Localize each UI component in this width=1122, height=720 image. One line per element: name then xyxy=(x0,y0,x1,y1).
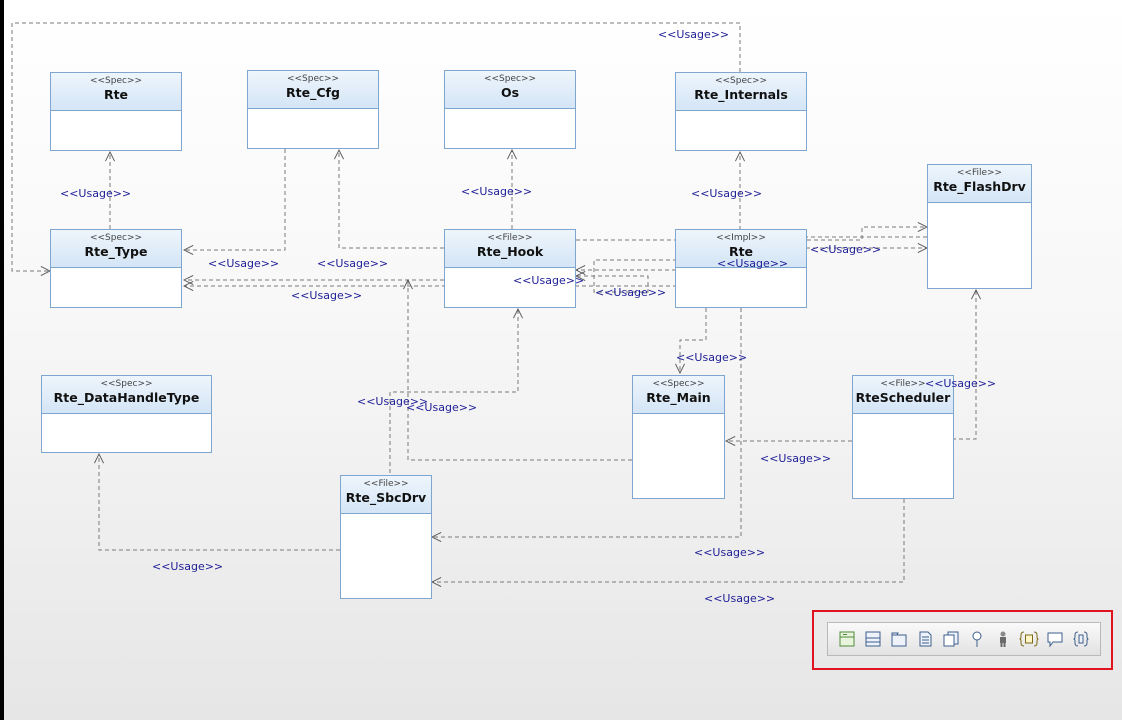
stereotype-label: <<Spec>> xyxy=(714,76,768,86)
edge-sbcdrv-hook xyxy=(389,309,518,473)
usage-label: <<Usage>> xyxy=(60,187,132,200)
diagram-canvas[interactable]: <<Spec>> Rte <<Spec>> Rte_Cfg <<Spec>> O… xyxy=(4,0,1122,720)
edge-main-hook xyxy=(408,280,632,461)
component-icon[interactable] xyxy=(941,629,961,649)
class-header: <<Spec>> Rte xyxy=(51,73,181,111)
edge-impl-sbcdrv xyxy=(432,308,742,537)
usage-label: <<Usage>> xyxy=(406,401,478,414)
usage-label: <<Usage>> xyxy=(152,560,224,573)
usage-label: <<Usage>> xyxy=(810,243,882,256)
class-header: <<Spec>> Rte_Type xyxy=(51,230,181,268)
class-rte[interactable]: <<Spec>> Rte xyxy=(50,72,182,151)
stereotype-label: <<Spec>> xyxy=(652,379,705,389)
class-rte-flashdrv[interactable]: <<File>> Rte_FlashDrv xyxy=(927,164,1032,289)
edge-impl-main xyxy=(680,308,707,373)
class-header: <<Spec>> Rte_Cfg xyxy=(248,71,378,109)
stereotype-label: <<File>> xyxy=(487,233,533,243)
class-header: <<Spec>> Rte_DataHandleType xyxy=(42,376,211,414)
comment-icon[interactable] xyxy=(1045,629,1065,649)
edge-cfg-rtetype xyxy=(184,149,286,250)
class-name: Rte_SbcDrv xyxy=(345,490,427,505)
stereotype-label: <<File>> xyxy=(880,379,926,389)
stereotype-label: <<Spec>> xyxy=(483,74,537,84)
class-rte-hook[interactable]: <<File>> Rte_Hook xyxy=(444,229,576,308)
pin-icon[interactable] xyxy=(967,629,987,649)
class-name: RteScheduler xyxy=(855,390,951,405)
class-rte-type[interactable]: <<Spec>> Rte_Type xyxy=(50,229,182,308)
class-name: Rte_Type xyxy=(84,244,148,259)
class-rte-impl[interactable]: <<Impl>> Rte xyxy=(675,229,807,308)
usage-label: <<Usage>> xyxy=(357,395,429,408)
class-os[interactable]: <<Spec>> Os xyxy=(444,70,576,149)
template-icon[interactable] xyxy=(1019,629,1039,649)
edge-internals-rtetype xyxy=(11,22,741,271)
stereotype-label: <<Impl>> xyxy=(716,233,766,243)
class-name: Rte_DataHandleType xyxy=(53,390,200,405)
usage-label: <<Usage>> xyxy=(513,274,585,287)
actor-icon[interactable] xyxy=(993,629,1013,649)
package-icon[interactable] xyxy=(889,629,909,649)
usage-label: <<Usage>> xyxy=(717,257,789,270)
class-header: <<Impl>> Rte xyxy=(676,230,806,268)
usage-label: <<Usage>> xyxy=(658,28,730,41)
stereotype-label: <<File>> xyxy=(363,479,409,489)
usage-label: <<Usage>> xyxy=(676,351,748,364)
stereotype-label: <<Spec>> xyxy=(89,76,143,86)
class-rte-internals[interactable]: <<Spec>> Rte_Internals xyxy=(675,72,807,151)
edge-scheduler-flashdrv xyxy=(952,290,976,440)
stereotype-label: <<File>> xyxy=(956,168,1003,178)
class-header: <<Spec>> Rte_Internals xyxy=(676,73,806,111)
edge-hook-cfg xyxy=(339,150,444,249)
edge-sbcdrv-datahandle xyxy=(99,454,340,551)
usage-label: <<Usage>> xyxy=(291,289,363,302)
stereotype-label: <<Spec>> xyxy=(100,379,153,389)
usage-label: <<Usage>> xyxy=(760,452,832,465)
class-header: <<File>> Rte_FlashDrv xyxy=(928,165,1031,203)
class-header: <<Spec>> Os xyxy=(445,71,575,109)
usage-label: <<Usage>> xyxy=(925,377,997,390)
class-name: Rte_Internals xyxy=(694,87,788,102)
usage-label: <<Usage>> xyxy=(694,546,766,559)
class-name: Rte_Cfg xyxy=(286,85,340,100)
class-name: Os xyxy=(500,85,520,100)
class-rte-sbcdrv[interactable]: <<File>> Rte_SbcDrv xyxy=(340,475,432,599)
class-rte-datahandletype[interactable]: <<Spec>> Rte_DataHandleType xyxy=(41,375,212,453)
usage-label: <<Usage>> xyxy=(691,187,763,200)
usage-label: <<Usage>> xyxy=(317,257,389,270)
class-rtescheduler[interactable]: <<File>> RteScheduler xyxy=(852,375,954,499)
interface-icon[interactable] xyxy=(863,629,883,649)
class-name: Rte_Hook xyxy=(476,244,544,259)
usage-label: <<Usage>> xyxy=(208,257,280,270)
class-header: <<File>> Rte_SbcDrv xyxy=(341,476,431,514)
class-rte-cfg[interactable]: <<Spec>> Rte_Cfg xyxy=(247,70,379,149)
palette-highlight-frame xyxy=(812,610,1113,670)
class-name: Rte xyxy=(728,244,754,259)
class-rte-main[interactable]: <<Spec>> Rte_Main xyxy=(632,375,725,499)
usage-label: <<Usage>> xyxy=(595,286,667,299)
class-name: Rte_FlashDrv xyxy=(933,179,1026,194)
class-header: <<Spec>> Rte_Main xyxy=(633,376,724,414)
class-name: Rte_Main xyxy=(646,390,711,405)
class-header: <<File>> RteScheduler xyxy=(853,376,953,414)
edge-scheduler-sbcdrv xyxy=(432,499,905,582)
class-header: <<File>> Rte_Hook xyxy=(445,230,575,268)
element-palette-toolbar xyxy=(827,622,1101,656)
usage-label: <<Usage>> xyxy=(704,592,776,605)
stereotype-label: <<Spec>> xyxy=(89,233,143,243)
constraint-icon[interactable] xyxy=(1071,629,1091,649)
file-icon[interactable] xyxy=(915,629,935,649)
stereotype-label: <<Spec>> xyxy=(286,74,340,84)
class-name: Rte xyxy=(103,87,129,102)
class-icon[interactable] xyxy=(837,629,857,649)
usage-label: <<Usage>> xyxy=(461,185,533,198)
